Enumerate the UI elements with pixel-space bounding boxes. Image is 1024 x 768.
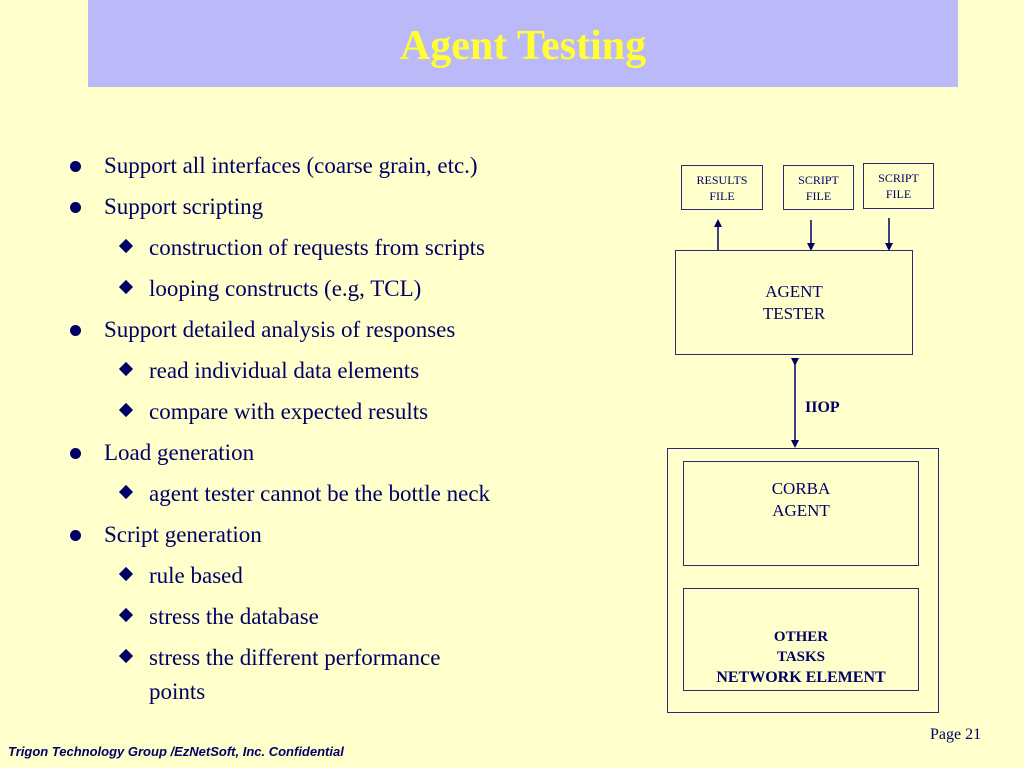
bullet-text: stress the database — [149, 604, 319, 629]
sub-bullet-item: stress the different performance — [118, 644, 441, 672]
agent-tester-box: AGENT TESTER — [675, 250, 913, 355]
bullet-text: points — [149, 679, 206, 704]
sub-bullet-item: compare with expected results — [118, 398, 429, 426]
box-label: FILE — [709, 189, 735, 203]
slide-title: Agent Testing — [399, 23, 647, 69]
bullet-text: read individual data elements — [149, 358, 420, 383]
box-label: TASKS — [776, 649, 826, 665]
script-file-box: SCRIPT FILE — [783, 165, 854, 210]
corba-agent-box: CORBA AGENT — [683, 461, 919, 566]
bullet-text: agent tester cannot be the bottle neck — [149, 481, 491, 506]
bullet-text: Script generation — [104, 522, 262, 547]
bullet-item: Load generation — [70, 439, 255, 467]
box-label: RESULTS — [696, 173, 748, 187]
bullet-item: Support detailed analysis of responses — [70, 316, 456, 344]
bullet-text: stress the different performance — [149, 645, 441, 670]
bullet-text: looping constructs (e.g, TCL) — [149, 276, 422, 301]
box-label: CORBA — [771, 479, 831, 498]
bullet-text: construction of requests from scripts — [149, 235, 485, 260]
sub-bullet-item: agent tester cannot be the bottle neck — [118, 480, 491, 508]
box-label: OTHER — [773, 629, 829, 645]
network-element-label: NETWORK ELEMENT — [716, 669, 886, 686]
bullet-dot-icon — [70, 161, 81, 172]
page-number: Page 21 — [930, 726, 982, 743]
sub-bullet-item: rule based — [118, 562, 243, 590]
bullet-text: Support scripting — [104, 194, 264, 219]
box-label: SCRIPT — [798, 173, 839, 187]
bullet-text: Load generation — [104, 440, 255, 465]
bullet-text: Support detailed analysis of responses — [104, 317, 456, 342]
bullet-dot-icon — [70, 325, 81, 336]
bullet-dot-icon — [70, 530, 81, 541]
results-file-box: RESULTS FILE — [681, 165, 763, 210]
bullet-text: compare with expected results — [149, 399, 429, 424]
bullet-dot-icon — [70, 448, 81, 459]
bullet-item: Support all interfaces (coarse grain, et… — [70, 152, 478, 180]
box-label: FILE — [805, 189, 832, 203]
footer-confidential: Trigon Technology Group /EzNetSoft, Inc.… — [8, 744, 344, 759]
bullet-item: Support scripting — [70, 193, 264, 221]
sub-bullet-item: stress the database — [118, 603, 319, 631]
bullet-text: rule based — [149, 563, 243, 588]
sub-bullet-item: read individual data elements — [118, 357, 420, 385]
sub-bullet-item: construction of requests from scripts — [118, 234, 485, 262]
bullet-item: Script generation — [70, 521, 262, 549]
box-label: TESTER — [762, 304, 826, 323]
bullet-text: Support all interfaces (coarse grain, et… — [104, 153, 478, 178]
script-file-box: SCRIPT FILE — [863, 163, 934, 209]
other-tasks-box: OTHER TASKS — [683, 588, 919, 691]
box-label: SCRIPT — [878, 171, 919, 185]
bullet-continuation: points — [149, 678, 205, 706]
title-bar: Agent Testing — [88, 0, 958, 87]
sub-bullet-item: looping constructs (e.g, TCL) — [118, 275, 422, 303]
box-label: AGENT — [772, 501, 830, 520]
box-label: FILE — [885, 187, 912, 201]
box-label: AGENT — [765, 282, 823, 301]
iiop-label: IIOP — [805, 399, 840, 416]
bullet-dot-icon — [70, 202, 81, 213]
